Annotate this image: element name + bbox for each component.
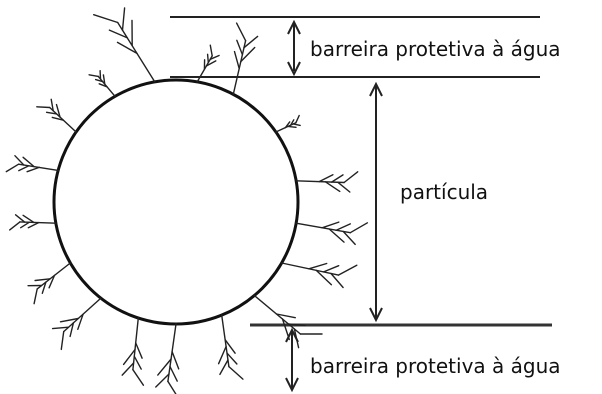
particle-arrow <box>370 84 382 320</box>
top-barrier-arrow <box>288 22 300 74</box>
tuft-branch <box>21 222 30 227</box>
tuft-branch <box>168 381 179 394</box>
tuft-branch <box>220 360 228 375</box>
tuft-branch <box>343 232 355 245</box>
bottom-barrier-label: barreira protetiva à água <box>310 354 561 378</box>
tuft-branch <box>219 347 227 364</box>
tuft-branch <box>172 352 179 369</box>
particle-circle <box>54 80 298 324</box>
tuft-branch <box>331 274 343 288</box>
particle-label: partícula <box>400 180 488 204</box>
tuft-branch <box>338 265 356 275</box>
tuft-branch <box>296 116 299 123</box>
tuft-branch <box>322 222 339 228</box>
tuft-branch <box>309 264 327 269</box>
tuft-branch <box>319 175 333 182</box>
tuft-branch <box>123 8 125 30</box>
tuft-branch <box>288 126 296 127</box>
top-barrier-label: barreira protetiva à água <box>310 37 561 61</box>
tuft-branch <box>34 289 37 304</box>
tuft-branch <box>170 367 177 382</box>
tuft-branch <box>136 343 142 358</box>
tuft-branch <box>89 75 98 77</box>
tuft-branch <box>336 224 350 230</box>
tuft-branch <box>94 15 118 23</box>
tuft-branch <box>156 374 169 387</box>
tuft-branch <box>344 172 358 183</box>
tuft-branch <box>61 332 63 350</box>
tuft-branch <box>208 54 209 62</box>
tuft-branch <box>19 166 29 171</box>
tuft-branch <box>332 175 343 182</box>
tuft-branch <box>6 164 18 171</box>
tuft-branch <box>27 167 39 171</box>
tuft-branch <box>244 36 258 47</box>
tuft-branch <box>133 370 144 386</box>
tuft-branch <box>350 223 367 233</box>
tuft-branch <box>325 182 339 192</box>
tuft-branch <box>53 327 69 328</box>
tuft-branch <box>134 356 141 369</box>
tuft-branch <box>237 23 246 41</box>
tuft-branch <box>10 222 20 230</box>
tuft-branch <box>210 45 212 56</box>
tuft-branch <box>235 52 240 69</box>
tuft-branch <box>28 223 38 228</box>
tuft-branch <box>229 367 243 380</box>
tuft-branch <box>293 124 300 126</box>
tuft-branch <box>237 40 243 54</box>
tuft-branch <box>37 107 50 108</box>
tuft-branch <box>324 266 339 272</box>
